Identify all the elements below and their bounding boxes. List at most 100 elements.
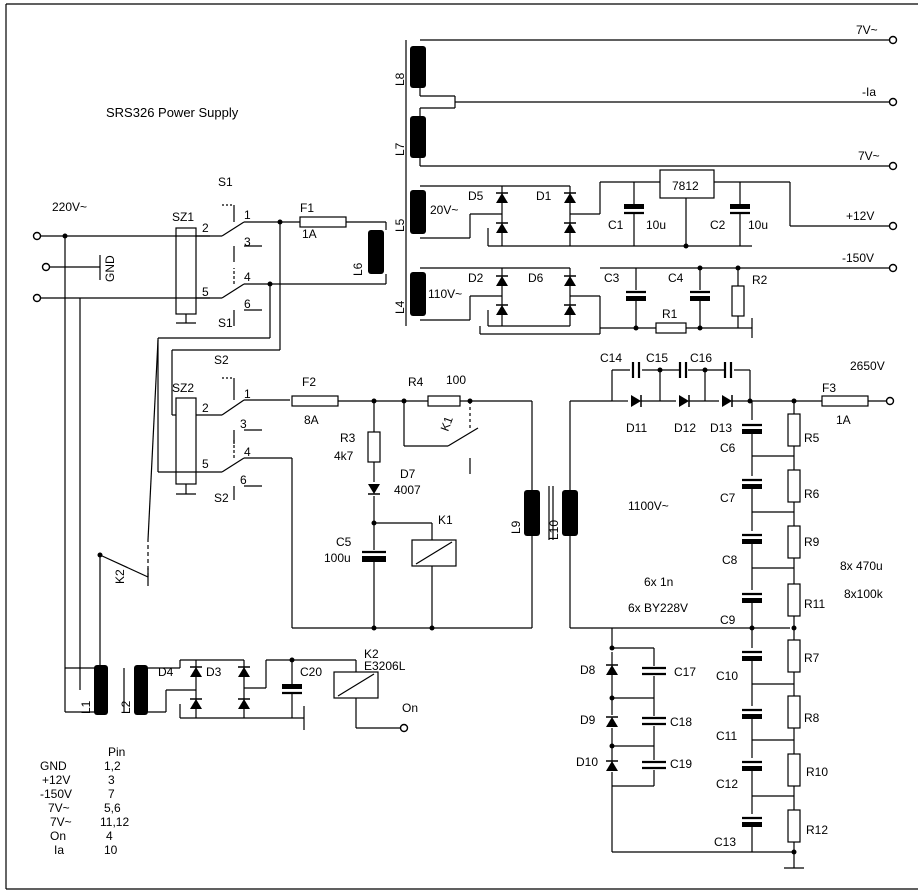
- label-c1-value: 10u: [646, 218, 666, 232]
- label-s2-bottom: S2: [214, 491, 229, 505]
- label-c5: C5: [336, 535, 352, 549]
- label-r10: R10: [806, 765, 828, 779]
- label-s1-pin4: 4: [244, 270, 251, 284]
- inductor-l6: [368, 222, 387, 284]
- label-s2-pin6: 6: [240, 473, 247, 487]
- label-l8: L8: [393, 72, 407, 86]
- label-f2-value: 8A: [304, 413, 319, 427]
- label-s2-pin2: 2: [202, 401, 209, 415]
- label-110v: 110V~: [428, 287, 462, 301]
- label-d7-value: 4007: [394, 483, 421, 497]
- label-s1-pin2: 2: [202, 221, 209, 235]
- label-d12: D12: [674, 421, 696, 435]
- label-k2-coil: K2: [364, 647, 379, 661]
- label-d8: D8: [580, 663, 596, 677]
- label-s2-pin1: 1: [244, 387, 251, 401]
- label-s1-pin5: 5: [202, 285, 209, 299]
- aux-supply: [94, 657, 409, 733]
- label-c19: C19: [670, 757, 692, 771]
- label-r3: R3: [340, 431, 356, 445]
- label-c15: C15: [646, 351, 668, 365]
- label-d6: D6: [528, 271, 544, 285]
- pin-table: Pin GND 1,2 +12V 3 -150V 7 7V~ 5,6 7V~ 1…: [40, 745, 129, 857]
- note-diodes: 6x BY228V: [628, 601, 688, 615]
- label-l1: L1: [79, 700, 93, 714]
- label-r9: R9: [804, 535, 820, 549]
- label-c17: C17: [674, 665, 696, 679]
- label-sz1: SZ1: [172, 210, 194, 224]
- output-ia: -Ia: [862, 85, 876, 99]
- label-r8: R8: [804, 711, 820, 725]
- label-r5: R5: [804, 431, 820, 445]
- note-elcaps: 8x 470u: [840, 559, 883, 573]
- label-c3: C3: [604, 271, 620, 285]
- label-1100v: 1100V~: [628, 499, 669, 513]
- label-l4: L4: [393, 300, 407, 314]
- label-d1: D1: [536, 189, 552, 203]
- label-c14: C14: [600, 351, 622, 365]
- pin-row-signal: 7V~: [48, 801, 70, 815]
- label-l5: L5: [393, 218, 407, 232]
- gnd-terminal: [41, 262, 51, 272]
- note-caps: 6x 1n: [644, 575, 673, 589]
- label-c11: C11: [716, 729, 737, 743]
- lv-windings: [405, 35, 898, 338]
- label-s2-pin5: 5: [202, 457, 209, 471]
- hv-multiplier: [605, 362, 895, 869]
- label-s2-pin3: 3: [240, 417, 247, 431]
- label-c2: C2: [710, 218, 726, 232]
- label-r6: R6: [804, 487, 820, 501]
- label-d7: D7: [400, 467, 416, 481]
- pin-row-signal: 7V~: [50, 815, 72, 829]
- label-d3: D3: [206, 665, 222, 679]
- label-k2-contact: K2: [113, 569, 127, 584]
- label-r4-value: 100: [446, 373, 466, 387]
- label-r3-value: 4k7: [334, 449, 354, 463]
- label-gnd: GND: [103, 255, 117, 282]
- label-7812: 7812: [672, 179, 699, 193]
- mains-input: [32, 231, 210, 713]
- output-12v: +12V: [846, 209, 874, 223]
- label-f1: F1: [300, 201, 314, 215]
- output-7v-b: 7V~: [858, 149, 880, 163]
- label-k1-contact: K1: [438, 414, 456, 433]
- label-l6: L6: [351, 262, 365, 276]
- label-sz2: SZ2: [172, 381, 194, 395]
- label-f3-value: 1A: [836, 413, 851, 427]
- label-l10: L10: [547, 520, 561, 540]
- diagram-title: SRS326 Power Supply: [106, 105, 239, 120]
- fuse-f1: [299, 216, 386, 228]
- label-s2-pin4: 4: [244, 445, 251, 459]
- label-s1-pin6: 6: [244, 297, 251, 311]
- switch-s2: [158, 377, 532, 629]
- label-20v: 20V~: [430, 203, 458, 217]
- label-r7: R7: [804, 651, 820, 665]
- label-c16: C16: [690, 351, 712, 365]
- label-s1-pin3: 3: [244, 235, 251, 249]
- pin-row-pin: 10: [104, 843, 118, 857]
- pin-row-pin: 7: [108, 787, 115, 801]
- mains-terminal-l: [32, 231, 42, 241]
- pin-row-signal: On: [50, 829, 66, 843]
- label-d13: D13: [710, 421, 732, 435]
- label-r1: R1: [662, 307, 678, 321]
- label-c18: C18: [670, 715, 692, 729]
- label-l7: L7: [393, 142, 407, 156]
- pin-row-pin: 3: [108, 773, 115, 787]
- pin-row-pin: 4: [106, 829, 113, 843]
- label-mains: 220V~: [52, 200, 87, 214]
- label-c10: C10: [716, 669, 738, 683]
- pin-row-pin: 1,2: [104, 759, 121, 773]
- label-c6: C6: [720, 441, 736, 455]
- output-on: On: [402, 701, 418, 715]
- pin-row-signal: +12V: [42, 773, 70, 787]
- label-k2-type: E3206L: [364, 659, 406, 673]
- label-c4: C4: [668, 271, 684, 285]
- label-d9: D9: [580, 713, 596, 727]
- label-r12: R12: [806, 823, 828, 837]
- label-c13: C13: [714, 835, 736, 849]
- label-c12: C12: [716, 777, 738, 791]
- label-r4: R4: [408, 375, 424, 389]
